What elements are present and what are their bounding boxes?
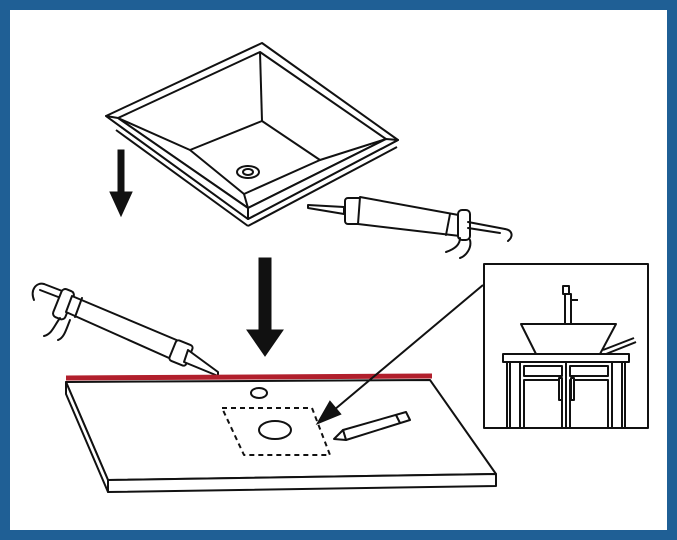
caulk-gun-icon-left <box>31 282 219 377</box>
down-arrow-icon-small <box>109 149 133 218</box>
pencil-icon <box>333 411 411 441</box>
callout-arrow-icon <box>315 284 484 426</box>
countertop-icon <box>65 379 497 493</box>
vanity-inset-icon <box>483 263 649 429</box>
vessel-sink-icon <box>105 42 399 227</box>
caulk-gun-icon-right <box>307 196 513 259</box>
caulk-line <box>65 373 433 381</box>
down-arrow-icon-large <box>246 257 284 357</box>
